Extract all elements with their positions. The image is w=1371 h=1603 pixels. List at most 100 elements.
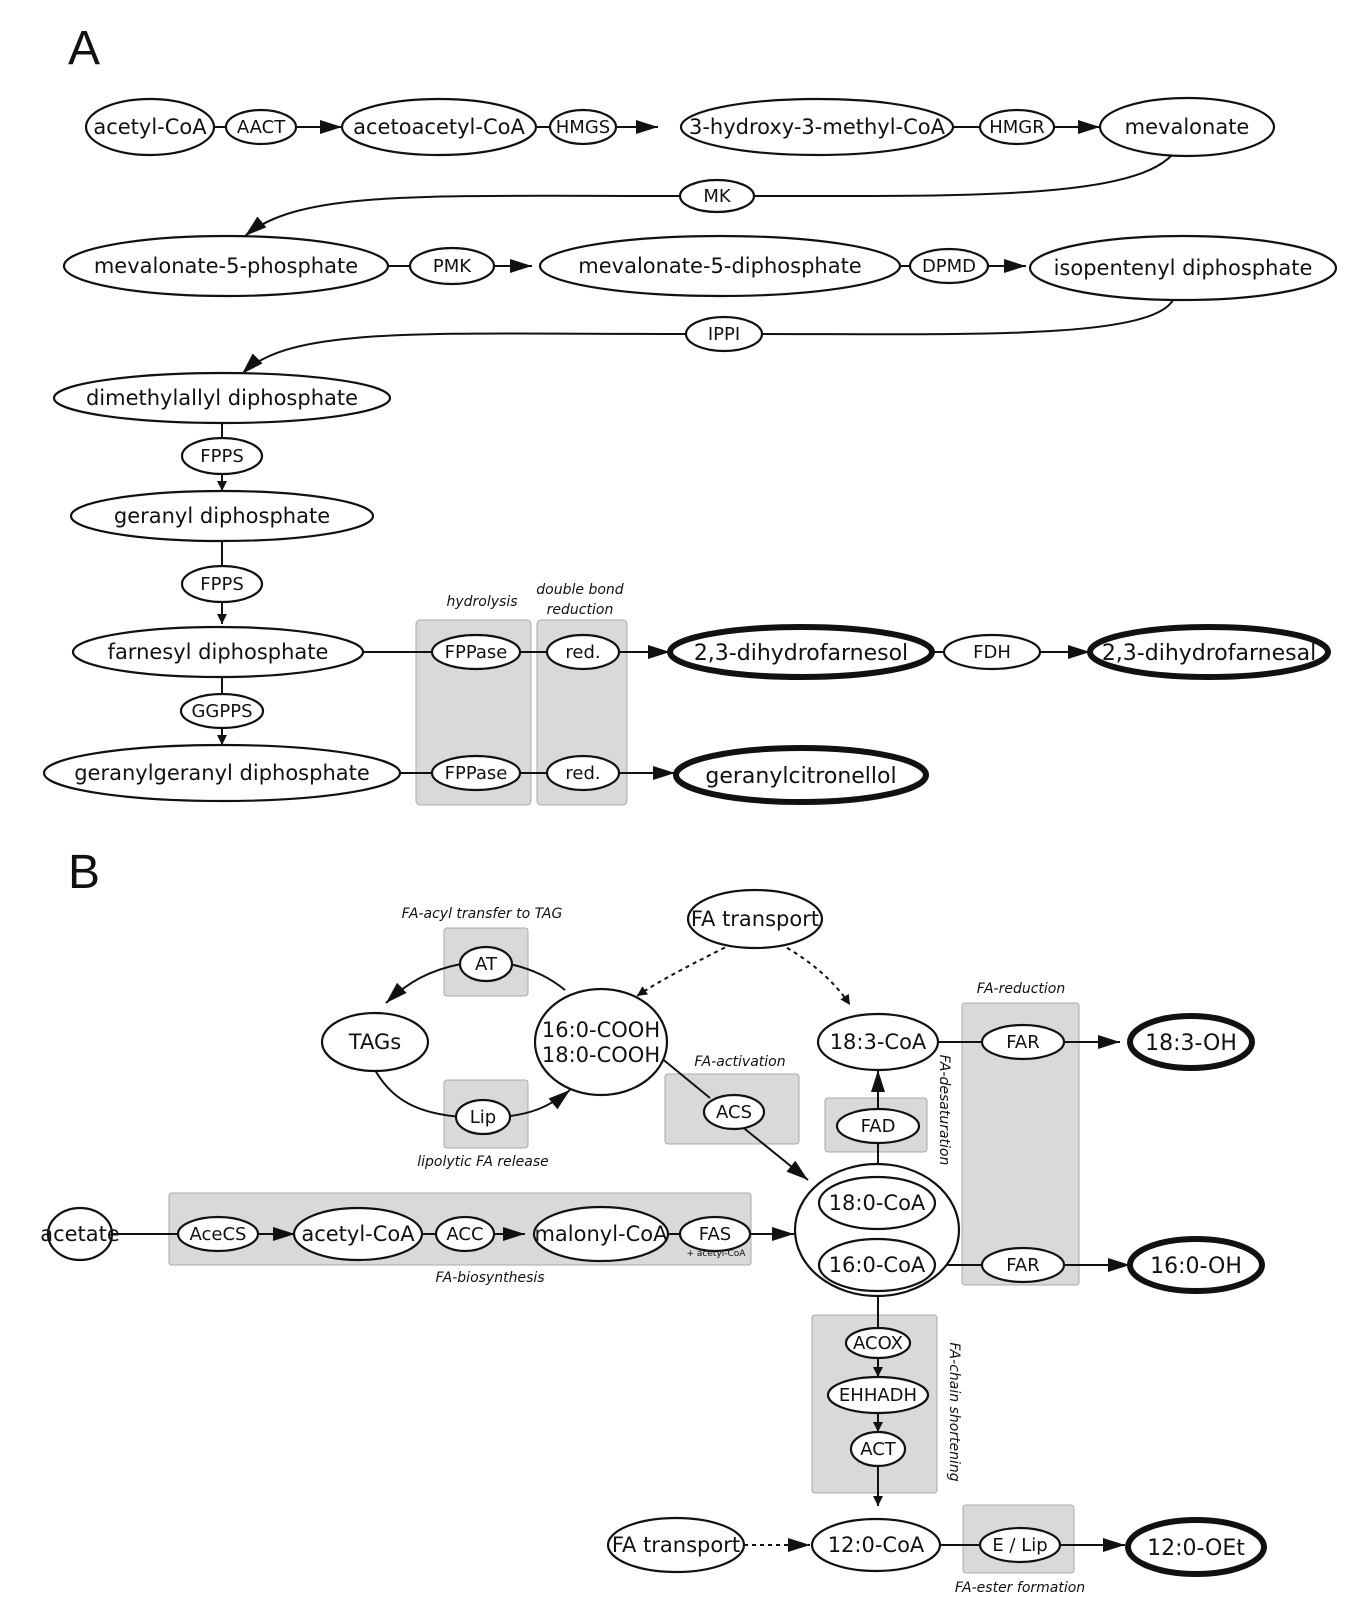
svg-text:EHHADH: EHHADH xyxy=(839,1385,917,1406)
node-mevalonate-5-diphosphate: mevalonate-5-diphosphate xyxy=(538,234,902,298)
svg-text:2,3-dihydrofarnesol: 2,3-dihydrofarnesol xyxy=(694,641,908,666)
desaturation-label: FA-desaturation xyxy=(936,1055,952,1166)
svg-text:malonyl-CoA: malonyl-CoA xyxy=(534,1222,668,1246)
node-geranylgeranyl-diphosphate: geranylgeranyl diphosphate xyxy=(42,743,402,803)
enzyme-far-2: FAR xyxy=(980,1246,1066,1284)
svg-text:FA transport: FA transport xyxy=(691,907,819,931)
node-18-3-coa: 18:3-CoA xyxy=(816,1012,940,1072)
svg-text:GGPPS: GGPPS xyxy=(191,701,252,722)
enzyme-ehhadh: EHHADH xyxy=(826,1375,930,1415)
node-farnesyl-diphosphate: farnesyl diphosphate xyxy=(71,625,365,679)
svg-text:farnesyl diphosphate: farnesyl diphosphate xyxy=(108,640,329,664)
acyl-transfer-label: FA-acyl transfer to TAG xyxy=(402,906,563,922)
svg-text:12:0-OEt: 12:0-OEt xyxy=(1147,1536,1245,1561)
node-geranylcitronellol: geranylcitronellol xyxy=(673,745,929,805)
enzyme-fad: FAD xyxy=(835,1107,921,1145)
enzyme-acecs: AceCS xyxy=(176,1215,260,1253)
enzyme-ippi: IPPI xyxy=(684,315,764,353)
svg-text:geranylcitronellol: geranylcitronellol xyxy=(705,764,896,789)
node-hmg-coa: 3-hydroxy-3-methyl-CoA xyxy=(679,97,955,157)
svg-text:mevalonate-5-diphosphate: mevalonate-5-diphosphate xyxy=(578,254,861,278)
node-2-3-dihydrofarnesol: 2,3-dihydrofarnesol xyxy=(667,624,935,680)
svg-text:ACC: ACC xyxy=(446,1224,483,1245)
svg-text:FAR: FAR xyxy=(1006,1032,1040,1053)
node-fa-transport-top: FA transport xyxy=(686,888,824,950)
svg-text:E / Lip: E / Lip xyxy=(992,1535,1047,1556)
svg-text:dimethylallyl diphosphate: dimethylallyl diphosphate xyxy=(86,386,358,410)
svg-text:AT: AT xyxy=(475,954,498,975)
svg-text:AceCS: AceCS xyxy=(190,1224,247,1245)
svg-text:16:0-CoA: 16:0-CoA xyxy=(829,1253,926,1277)
node-isopentenyl-diphosphate: isopentenyl diphosphate xyxy=(1028,234,1338,302)
enzyme-mk: MK xyxy=(678,178,756,214)
enzyme-far-1: FAR xyxy=(980,1023,1066,1061)
enzyme-at: AT xyxy=(458,945,514,983)
node-16-0-coa: 16:0-CoA xyxy=(817,1237,937,1293)
svg-text:HMGS: HMGS xyxy=(556,117,610,138)
svg-text:3-hydroxy-3-methyl-CoA: 3-hydroxy-3-methyl-CoA xyxy=(689,115,946,139)
node-18-3-oh: 18:3-OH xyxy=(1127,1013,1255,1071)
svg-text:PMK: PMK xyxy=(433,256,472,277)
enzyme-dpmd: DPMD xyxy=(908,247,990,285)
enzyme-hmgr: HMGR xyxy=(978,108,1056,146)
svg-text:MK: MK xyxy=(703,186,732,207)
svg-text:TAGs: TAGs xyxy=(348,1030,401,1054)
double-bond-label: double bond xyxy=(536,582,623,598)
panel-label-a: A xyxy=(68,22,100,75)
node-acetyl-coa-a: acetyl-CoA xyxy=(84,97,216,157)
lipolytic-label: lipolytic FA release xyxy=(417,1154,549,1170)
svg-text:18:0-COOH: 18:0-COOH xyxy=(542,1043,660,1067)
svg-text:mevalonate: mevalonate xyxy=(1125,115,1250,139)
reduction-label: reduction xyxy=(547,602,614,618)
svg-text:mevalonate-5-phosphate: mevalonate-5-phosphate xyxy=(94,254,358,278)
node-18-0-coa: 18:0-CoA xyxy=(817,1175,937,1231)
node-2-3-dihydrofarnesal: 2,3-dihydrofarnesal xyxy=(1087,624,1331,680)
enzyme-fppase-2: FPPase xyxy=(430,754,522,792)
svg-text:FAS: FAS xyxy=(699,1224,731,1245)
svg-text:Lip: Lip xyxy=(470,1107,496,1128)
enzyme-acc: ACC xyxy=(434,1215,496,1253)
node-acetyl-coa-b: acetyl-CoA xyxy=(292,1206,424,1262)
svg-text:geranylgeranyl diphosphate: geranylgeranyl diphosphate xyxy=(74,761,370,785)
enzyme-fas: FAS xyxy=(678,1215,752,1253)
svg-text:ACS: ACS xyxy=(716,1102,752,1123)
chain-shortening-label: FA-chain shortening xyxy=(946,1342,962,1481)
svg-text:FPPase: FPPase xyxy=(445,642,508,663)
node-acetoacetyl-coa: acetoacetyl-CoA xyxy=(340,97,538,157)
panel-label-b: B xyxy=(68,846,100,899)
node-mevalonate: mevalonate xyxy=(1098,96,1276,158)
enzyme-lip: Lip xyxy=(454,1098,512,1136)
svg-text:acetoacetyl-CoA: acetoacetyl-CoA xyxy=(353,115,525,139)
node-geranyl-diphosphate: geranyl diphosphate xyxy=(69,489,375,543)
svg-text:red.: red. xyxy=(565,642,600,663)
node-free-fatty-acids: 16:0-COOH 18:0-COOH xyxy=(533,987,669,1097)
svg-text:acetate: acetate xyxy=(40,1222,120,1246)
svg-text:FAR: FAR xyxy=(1006,1255,1040,1276)
svg-text:FPPS: FPPS xyxy=(200,574,244,595)
svg-text:2,3-dihydrofarnesal: 2,3-dihydrofarnesal xyxy=(1102,641,1316,666)
node-dimethylallyl-diphosphate: dimethylallyl diphosphate xyxy=(52,371,392,425)
node-fa-transport-bottom: FA transport xyxy=(606,1516,746,1574)
svg-text:12:0-CoA: 12:0-CoA xyxy=(828,1533,925,1557)
svg-text:AACT: AACT xyxy=(237,117,286,138)
svg-text:DPMD: DPMD xyxy=(922,256,976,277)
reduction-box xyxy=(961,1002,1080,1286)
svg-text:16:0-OH: 16:0-OH xyxy=(1150,1254,1242,1279)
enzyme-e-lip: E / Lip xyxy=(978,1526,1062,1564)
svg-text:FA transport: FA transport xyxy=(612,1533,740,1557)
enzyme-red-2: red. xyxy=(545,754,621,792)
svg-text:ACT: ACT xyxy=(860,1439,897,1460)
svg-text:acetyl-CoA: acetyl-CoA xyxy=(301,1222,415,1246)
svg-text:FAD: FAD xyxy=(861,1116,896,1137)
activation-label: FA-activation xyxy=(694,1054,785,1070)
svg-text:18:3-CoA: 18:3-CoA xyxy=(830,1030,927,1054)
node-12-0-coa: 12:0-CoA xyxy=(810,1517,942,1573)
enzyme-fppase-1: FPPase xyxy=(430,633,522,671)
svg-text:IPPI: IPPI xyxy=(708,324,740,345)
enzyme-red-1: red. xyxy=(545,633,621,671)
edges-panel-a xyxy=(214,120,1181,780)
enzyme-pmk: PMK xyxy=(408,246,496,286)
svg-text:FPPS: FPPS xyxy=(200,446,244,467)
reduction-label-b: FA-reduction xyxy=(977,981,1066,997)
enzyme-aact: AACT xyxy=(224,108,298,146)
